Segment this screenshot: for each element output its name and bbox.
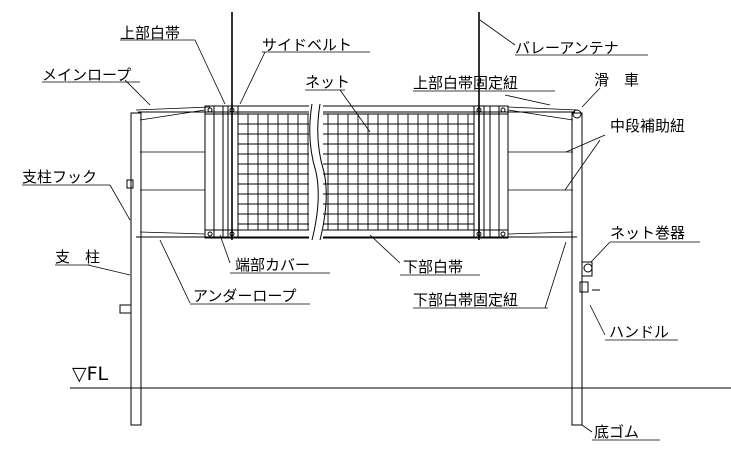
label-middle-cord: 中段補助紐 (610, 117, 685, 135)
label-floor-level: ▽FL (72, 363, 109, 385)
label-net: ネット (305, 73, 350, 91)
right-side-belt (473, 105, 509, 239)
left-post (119, 112, 142, 426)
label-lower-band-tie: 下部白帯固定紐 (413, 291, 518, 309)
label-antenna: バレーアンテナ (515, 39, 619, 57)
label-side-belt: サイドベルト (262, 36, 352, 54)
label-post: 支 柱 (55, 248, 100, 266)
label-post-hook: 支柱フック (22, 168, 97, 186)
left-cords (139, 109, 206, 235)
label-lower-band: 下部白帯 (403, 258, 463, 276)
label-net-winder: ネット巻器 (610, 224, 685, 242)
label-main-rope: メインロープ (42, 66, 131, 84)
pulley-icon (572, 109, 582, 119)
label-under-rope: アンダーロープ (193, 287, 297, 305)
label-pulley: 滑 車 (594, 71, 639, 89)
right-cords (507, 109, 574, 235)
main-rope (135, 106, 578, 113)
label-end-cover: 端部カバー (235, 256, 310, 274)
label-upper-band-tie: 上部白帯固定紐 (413, 74, 518, 92)
net-body (204, 105, 509, 239)
label-handle: ハンドル (609, 323, 669, 341)
left-side-belt (204, 105, 239, 239)
label-upper-band: 上部白帯 (120, 24, 180, 42)
leader-lines (87, 19, 611, 433)
net-break (309, 103, 327, 241)
right-post (571, 112, 600, 426)
label-rubber-foot: 底ゴム (594, 423, 639, 441)
